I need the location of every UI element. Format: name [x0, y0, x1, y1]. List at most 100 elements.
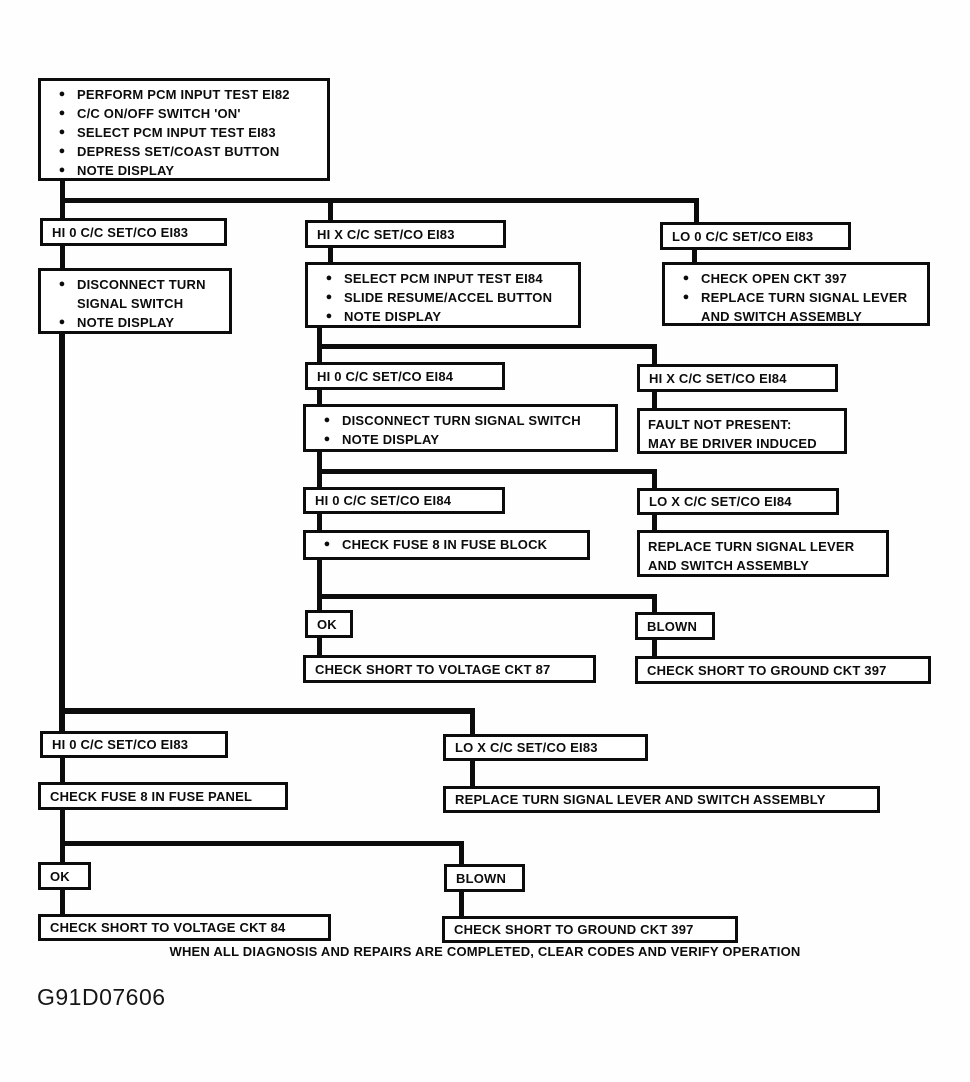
flow-node-check-short-ground-397-a: CHECK SHORT TO GROUND CKT 397 — [635, 656, 931, 684]
list-item: ● C/C ON/OFF SWITCH 'ON' — [47, 104, 321, 123]
list-item: ●NOTE DISPLAY — [47, 161, 321, 180]
connector-line — [60, 757, 65, 783]
flow-node-hi0-setco-e184-b: HI 0 C/C SET/CO EI84 — [303, 487, 505, 514]
node-label: HI 0 C/C SET/CO EI83 — [52, 224, 189, 240]
node-label: OK — [317, 616, 337, 632]
bullet-icon: ● — [682, 291, 690, 303]
instruction-text: C/C ON/OFF SWITCH 'ON' — [77, 106, 241, 121]
instruction-text: NOTE DISPLAY — [77, 315, 175, 330]
connector-line — [59, 708, 475, 714]
bullet-icon: ● — [323, 414, 331, 426]
list-item: ● DISCONNECT TURN SIGNAL SWITCH — [47, 275, 223, 313]
instruction-text: SELECT PCM INPUT TEST EI83 — [77, 125, 276, 140]
instruction-text: SELECT PCM INPUT TEST EI84 — [344, 271, 543, 286]
list-item: ● SELECT PCM INPUT TEST EI84 — [314, 269, 572, 288]
node-label: CHECK SHORT TO GROUND CKT 397 — [647, 662, 887, 678]
bullet-icon: ● — [58, 316, 66, 328]
bullet-icon: ● — [682, 272, 690, 284]
connector-line — [317, 388, 322, 406]
flow-node-check-fuse-8-block: ● CHECK FUSE 8 IN FUSE BLOCK — [303, 530, 590, 560]
bullet-icon: ● — [58, 278, 66, 290]
node-label: HI 0 C/C SET/CO EI83 — [52, 737, 189, 752]
flow-node-hix-setco-e183: HI X C/C SET/CO EI83 — [305, 220, 506, 248]
connector-line — [60, 809, 65, 863]
node-label: CHECK SHORT TO VOLTAGE CKT 84 — [50, 920, 286, 935]
flow-node-hi0-setco-e184-a: HI 0 C/C SET/CO EI84 — [305, 362, 505, 390]
list-item: ● DEPRESS SET/COAST BUTTON — [47, 142, 321, 161]
node-label-line: AND SWITCH ASSEMBLY — [648, 558, 810, 573]
flow-node-lox-setco-e183: LO X C/C SET/CO EI83 — [443, 734, 648, 761]
bullet-icon: ● — [325, 272, 333, 284]
flow-node-ok-b: OK — [38, 862, 91, 890]
node-label: OK — [50, 868, 70, 884]
connector-line — [652, 596, 657, 614]
node-label: HI 0 C/C SET/CO EI84 — [315, 493, 452, 508]
node-label: CHECK SHORT TO GROUND CKT 397 — [454, 922, 694, 937]
node-label: HI X C/C SET/CO EI84 — [649, 370, 787, 386]
connector-line — [459, 891, 464, 917]
instruction-text: DEPRESS SET/COAST BUTTON — [77, 144, 280, 159]
bullet-icon: ● — [323, 433, 331, 445]
connector-line — [652, 346, 657, 366]
flow-node-hi0-setco-e183-b: HI 0 C/C SET/CO EI83 — [40, 731, 228, 758]
connector-line — [470, 759, 475, 787]
flow-node-blown-a: BLOWN — [635, 612, 715, 640]
bullet-icon: ● — [58, 88, 66, 100]
flow-node-check-short-voltage-84: CHECK SHORT TO VOLTAGE CKT 84 — [38, 914, 331, 941]
connector-line — [317, 636, 322, 656]
connector-line — [652, 390, 657, 410]
list-item: ● REPLACE TURN SIGNAL LEVER AND SWITCH AS… — [671, 288, 921, 326]
instruction-text: DISCONNECT TURN SIGNAL SWITCH — [342, 413, 581, 428]
node-label-line: MAY BE DRIVER INDUCED — [648, 436, 817, 451]
node-label: HI X C/C SET/CO EI83 — [317, 226, 455, 242]
flow-node-hi0-setco-e183: HI 0 C/C SET/CO EI83 — [40, 218, 227, 246]
connector-line — [317, 594, 657, 599]
instruction-text: CHECK FUSE 8 IN FUSE BLOCK — [342, 537, 548, 552]
list-item: ●NOTE DISPLAY — [312, 430, 609, 449]
connector-line — [60, 841, 464, 846]
bullet-icon: ● — [325, 310, 333, 322]
list-item: ● DISCONNECT TURN SIGNAL SWITCH — [312, 411, 609, 430]
flow-node-blown-b: BLOWN — [444, 864, 525, 892]
instruction-text: SLIDE RESUME/ACCEL BUTTON — [344, 290, 553, 305]
list-item: ● CHECK FUSE 8 IN FUSE BLOCK — [312, 535, 581, 554]
footer-note: WHEN ALL DIAGNOSIS AND REPAIRS ARE COMPL… — [169, 944, 801, 959]
node-label-line: REPLACE TURN SIGNAL LEVER — [648, 539, 855, 554]
flow-node-check-short-ground-397-b: CHECK SHORT TO GROUND CKT 397 — [442, 916, 738, 943]
connector-line — [317, 559, 322, 612]
bullet-icon: ● — [323, 538, 331, 550]
flow-node-lox-setco-e184: LO X C/C SET/CO EI84 — [637, 488, 839, 515]
connector-line — [470, 710, 475, 736]
node-label: BLOWN — [456, 870, 507, 886]
node-label: LO 0 C/C SET/CO EI83 — [672, 228, 814, 244]
flow-node-check-short-voltage-87: CHECK SHORT TO VOLTAGE CKT 87 — [303, 655, 596, 683]
flow-node-select-test-e184: ●SELECT PCM INPUT TEST EI84 ●SLIDE RESUM… — [305, 262, 581, 328]
figure-id: G91D07606 — [37, 984, 166, 1010]
connector-line — [317, 344, 657, 349]
connector-line — [328, 246, 333, 264]
flow-node-replace-lever-b: REPLACE TURN SIGNAL LEVER AND SWITCH ASS… — [443, 786, 880, 813]
list-item: ●SLIDE RESUME/ACCEL BUTTON — [314, 288, 572, 307]
instruction-text: NOTE DISPLAY — [77, 163, 175, 178]
instruction-text: REPLACE TURN SIGNAL LEVER AND SWITCH ASS… — [701, 290, 908, 324]
connector-line — [60, 889, 65, 915]
flow-node-disconnect-turn-signal-a: ● DISCONNECT TURN SIGNAL SWITCH ● NOTE DIS… — [38, 268, 232, 334]
instruction-text: CHECK OPEN CKT 397 — [701, 271, 847, 286]
flow-node-ok-a: OK — [305, 610, 353, 638]
flow-node-fault-not-present: FAULT NOT PRESENT: MAY BE DRIVER INDUCED — [637, 408, 847, 454]
flow-node-lo0-setco-e183: LO 0 C/C SET/CO EI83 — [660, 222, 851, 250]
connector-line — [317, 469, 657, 474]
connector-line — [694, 200, 699, 224]
flow-node-hix-setco-e184: HI X C/C SET/CO EI84 — [637, 364, 838, 392]
list-item: ●SELECT PCM INPUT TEST EI83 — [47, 123, 321, 142]
instruction-text: DISCONNECT TURN SIGNAL SWITCH — [77, 277, 206, 311]
instruction-text: PERFORM PCM INPUT TEST EI82 — [77, 87, 290, 102]
bullet-icon: ● — [58, 107, 66, 119]
bullet-icon: ● — [58, 145, 66, 157]
node-label: CHECK SHORT TO VOLTAGE CKT 87 — [315, 661, 551, 677]
connector-line — [59, 332, 65, 732]
connector-line — [652, 513, 657, 532]
list-item: ● NOTE DISPLAY — [47, 313, 223, 332]
node-label: CHECK FUSE 8 IN FUSE PANEL — [50, 788, 253, 804]
